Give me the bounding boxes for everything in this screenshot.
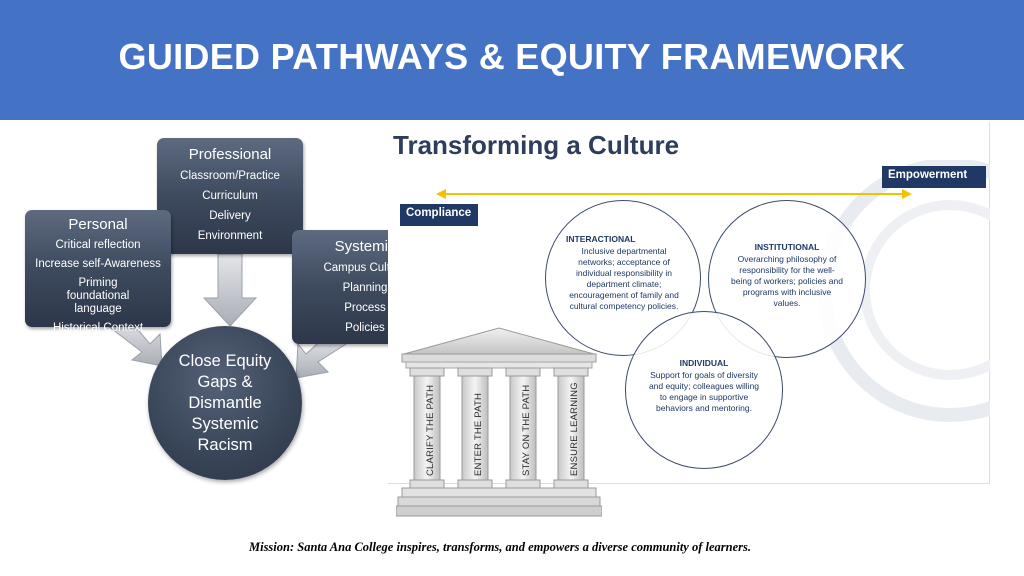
systemic-item: Policies xyxy=(345,322,385,334)
pillar-label-enter: ENTER THE PATH xyxy=(473,392,484,476)
institutional-circle xyxy=(708,200,866,358)
professional-box: Professional Classroom/Practice Curricul… xyxy=(157,138,303,254)
systemic-item: Process xyxy=(344,302,386,314)
compliance-empowerment-arrow xyxy=(436,189,912,199)
interactional-text: INTERACTIONAL Inclusive departmental net… xyxy=(566,234,682,312)
personal-title: Personal xyxy=(68,216,128,233)
center-goal-circle: Close Equity Gaps & Dismantle Systemic R… xyxy=(148,326,302,480)
title-banner: GUIDED PATHWAYS & EQUITY FRAMEWORK xyxy=(0,0,1024,120)
institutional-heading: INSTITUTIONAL xyxy=(754,242,820,252)
interactional-body: Inclusive departmental networks; accepta… xyxy=(569,246,679,311)
professional-item: Classroom/Practice xyxy=(180,170,280,182)
institutional-body: Overarching philosophy of responsibility… xyxy=(731,254,843,308)
arrow-professional-to-center xyxy=(202,253,258,327)
interactional-heading: INTERACTIONAL xyxy=(566,234,636,244)
personal-item: Increase self-Awareness xyxy=(35,258,161,270)
individual-body: Support for goals of diversity and equit… xyxy=(648,370,760,413)
professional-title: Professional xyxy=(188,146,272,163)
personal-item: Critical reflection xyxy=(55,239,141,251)
individual-circle xyxy=(625,311,783,469)
personal-item: Historical Context xyxy=(52,322,144,334)
pillar-label-clarify: CLARIFY THE PATH xyxy=(425,384,436,476)
systemic-item: Campus Culture xyxy=(323,262,407,274)
pillar-label-stay: STAY ON THE PATH xyxy=(521,384,532,476)
individual-heading: INDIVIDUAL xyxy=(679,358,729,368)
personal-box: Personal Critical reflection Increase se… xyxy=(25,210,171,334)
professional-item: Delivery xyxy=(209,210,251,222)
culture-title: Transforming a Culture xyxy=(393,130,680,160)
individual-text: INDIVIDUAL Support for goals of diversit… xyxy=(648,358,760,414)
mission-statement: Mission: Santa Ana College inspires, tra… xyxy=(248,540,752,554)
center-line: Racism xyxy=(197,435,253,454)
systemic-title: Systemic xyxy=(334,238,396,255)
pillars-temple xyxy=(396,327,602,517)
personal-item: Priming foundational language xyxy=(66,277,130,315)
empowerment-tag: Empowerment xyxy=(882,166,986,188)
center-line: Close Equity xyxy=(178,351,272,370)
center-line: Systemic xyxy=(191,414,259,433)
institutional-text: INSTITUTIONAL Overarching philosophy of … xyxy=(730,242,844,309)
compliance-tag: Compliance xyxy=(400,204,478,226)
center-line: Dismantle xyxy=(188,393,262,412)
professional-item: Curriculum xyxy=(202,190,258,202)
pillar-label-ensure: ENSURE LEARNING xyxy=(569,382,580,476)
systemic-item: Planning xyxy=(342,282,388,294)
professional-item: Environment xyxy=(197,230,263,242)
page-title: GUIDED PATHWAYS & EQUITY FRAMEWORK xyxy=(118,36,906,77)
center-line: Gaps & xyxy=(197,372,253,391)
